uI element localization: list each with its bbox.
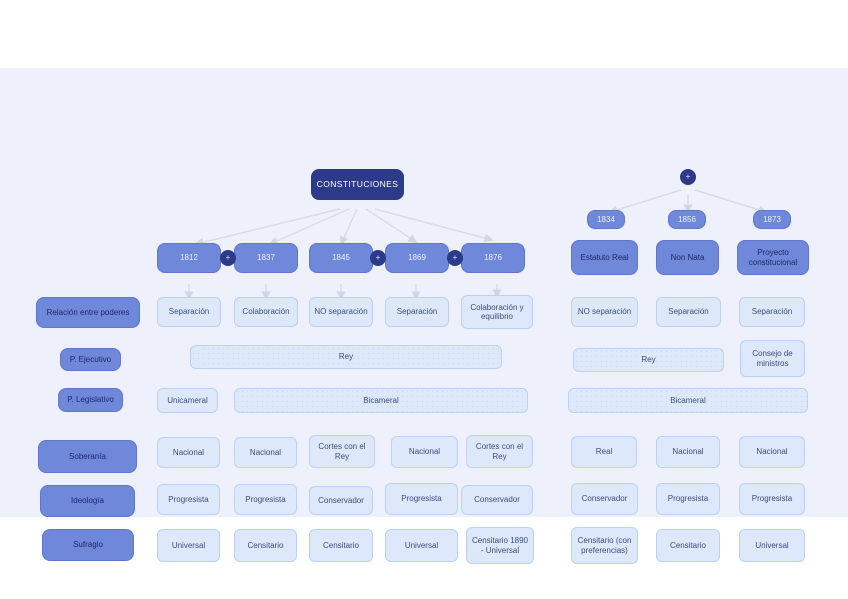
sidebar-label-p-ejecutivo[interactable]: P. Ejecutivo [60, 348, 121, 371]
sidebar-label-p-legislativo[interactable]: P. Legislativo [58, 388, 123, 412]
connector-layer [184, 189, 768, 301]
value-node[interactable]: Progresista [385, 483, 458, 515]
diagram-panel: CONSTITUCIONES + 1812 1837 1845 1869 187… [0, 68, 848, 564]
value-node[interactable]: Universal [385, 529, 458, 562]
year-node-1812[interactable]: 1812 [157, 243, 221, 273]
value-node[interactable]: Conservador [461, 485, 533, 515]
node-estatuto-real[interactable]: Estatuto Real [571, 240, 638, 275]
value-node[interactable]: Real [571, 436, 637, 468]
value-node[interactable]: Separación [739, 297, 805, 327]
year-node-1873[interactable]: 1873 [753, 210, 791, 229]
root-node-constituciones[interactable]: CONSTITUCIONES [311, 169, 404, 200]
value-node[interactable]: Progresista [739, 483, 805, 515]
collapsed-node-icon[interactable]: + [220, 250, 236, 266]
value-node[interactable]: Nacional [157, 437, 220, 468]
value-node[interactable]: Censitario [234, 529, 297, 562]
value-node[interactable]: Progresista [656, 483, 720, 515]
sidebar-label-relacion-poderes[interactable]: Relación entre poderes [36, 297, 140, 328]
node-proyecto-constitucional[interactable]: Proyecto constitucional [737, 240, 809, 275]
value-node[interactable]: Separación [656, 297, 721, 327]
value-node[interactable]: Separación [385, 297, 449, 327]
value-node[interactable]: Nacional [656, 436, 720, 468]
year-node-1845[interactable]: 1845 [309, 243, 373, 273]
value-node[interactable]: Conservador [309, 486, 373, 515]
collapsed-node-icon[interactable]: + [447, 250, 463, 266]
value-node[interactable]: Nacional [391, 436, 458, 468]
year-node-1869[interactable]: 1869 [385, 243, 449, 273]
value-node-bicameral-span[interactable]: Bicameral [234, 388, 528, 413]
value-node[interactable]: Colaboración y equilibrio [461, 295, 533, 329]
value-node[interactable]: Progresista [234, 484, 297, 515]
year-node-1837[interactable]: 1837 [234, 243, 298, 273]
value-node[interactable]: Separación [157, 297, 221, 327]
year-node-1876[interactable]: 1876 [461, 243, 525, 273]
value-node-rey-span[interactable]: Rey [190, 345, 502, 369]
node-non-nata[interactable]: Non Nata [656, 240, 719, 275]
collapsed-node-icon[interactable]: + [370, 250, 386, 266]
value-node[interactable]: Censitario [309, 529, 373, 562]
value-node[interactable]: Universal [739, 529, 805, 562]
value-node[interactable]: NO separación [571, 297, 638, 327]
sidebar-label-sufragio[interactable]: Sufragio [42, 529, 134, 561]
value-node[interactable]: Consejo de ministros [740, 340, 805, 377]
sidebar-label-ideologia[interactable]: Ideología [40, 485, 135, 517]
value-node-bicameral-span[interactable]: Bicameral [568, 388, 808, 413]
sidebar-label-soberania[interactable]: Soberanía [38, 440, 137, 473]
expand-node-icon[interactable]: + [680, 169, 696, 185]
value-node[interactable]: Nacional [234, 437, 297, 468]
year-node-1834[interactable]: 1834 [587, 210, 625, 229]
value-node[interactable]: Nacional [739, 436, 805, 468]
value-node[interactable]: Unicameral [157, 388, 218, 413]
value-node[interactable]: Colaboración [234, 297, 298, 327]
value-node[interactable]: Cortes con el Rey [309, 435, 375, 468]
value-node[interactable]: Cortes con el Rey [466, 435, 533, 468]
value-node[interactable]: Censitario [656, 529, 720, 562]
value-node[interactable]: Conservador [571, 483, 638, 515]
value-node[interactable]: Censitario (con preferencias) [571, 527, 638, 564]
value-node[interactable]: Universal [157, 529, 220, 562]
year-node-1856[interactable]: 1856 [668, 210, 706, 229]
value-node[interactable]: NO separación [309, 297, 373, 327]
value-node-rey-span[interactable]: Rey [573, 348, 724, 372]
value-node[interactable]: Censitario 1890 - Universal [466, 527, 534, 564]
value-node[interactable]: Progresista [157, 484, 220, 515]
